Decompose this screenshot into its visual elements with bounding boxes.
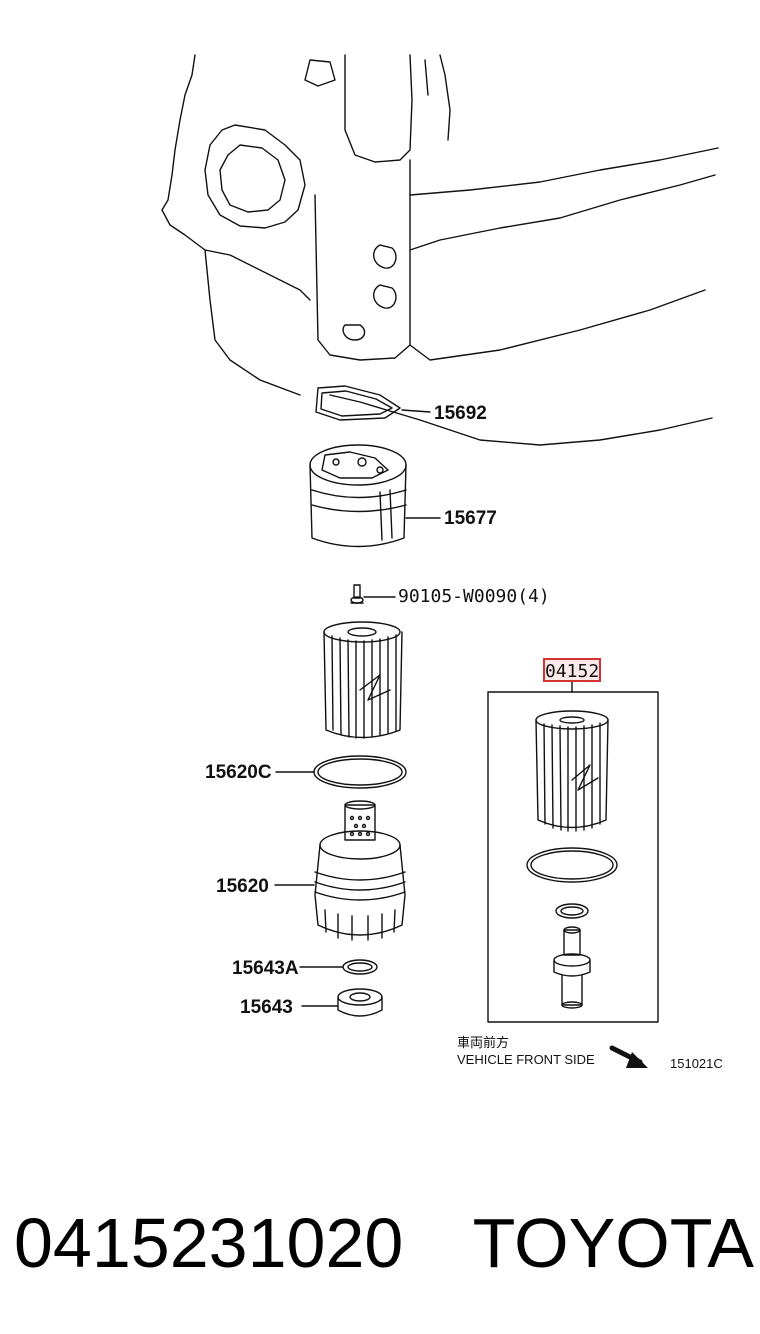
- filter-cap-15620-drawing: [274, 800, 406, 941]
- label-90105: 90105-W0090(4): [398, 586, 550, 607]
- o-ring-15643a-drawing: [299, 959, 378, 975]
- label-04152: 04152: [545, 661, 599, 682]
- gasket-15692-drawing: [315, 385, 431, 421]
- diagram-code: 151021C: [670, 1056, 723, 1071]
- direction-label-en: VEHICLE FRONT SIDE: [457, 1052, 595, 1067]
- drain-plug-15643-drawing: [301, 988, 383, 1017]
- o-ring-15620c-drawing: [275, 755, 407, 789]
- label-15643a: 15643A: [232, 958, 299, 979]
- brand-name: TOYOTA: [472, 1204, 754, 1282]
- label-15692: 15692: [434, 403, 487, 424]
- part-number: 0415231020: [14, 1204, 404, 1282]
- label-15620: 15620: [216, 876, 269, 897]
- vehicle-front-arrow-icon: [609, 1045, 648, 1068]
- bolt-90105-drawing: [350, 584, 396, 604]
- caption-bar: 0415231020 TOYOTA: [14, 1188, 754, 1298]
- filter-element-drawing: [323, 621, 403, 739]
- label-15677: 15677: [444, 508, 497, 529]
- label-15620c: 15620C: [205, 762, 272, 783]
- label-15643: 15643: [240, 997, 293, 1018]
- kit-04152-box: [487, 679, 659, 1023]
- engine-block-drawing: [161, 54, 719, 446]
- oil-filter-parts-diagram: 15692 15677 90105-W0090(4) 15620C 15620 …: [161, 54, 723, 1071]
- bracket-15677-drawing: [309, 444, 441, 548]
- kit-label-highlight: [543, 658, 601, 682]
- direction-label-jp: 車両前方: [457, 1035, 509, 1050]
